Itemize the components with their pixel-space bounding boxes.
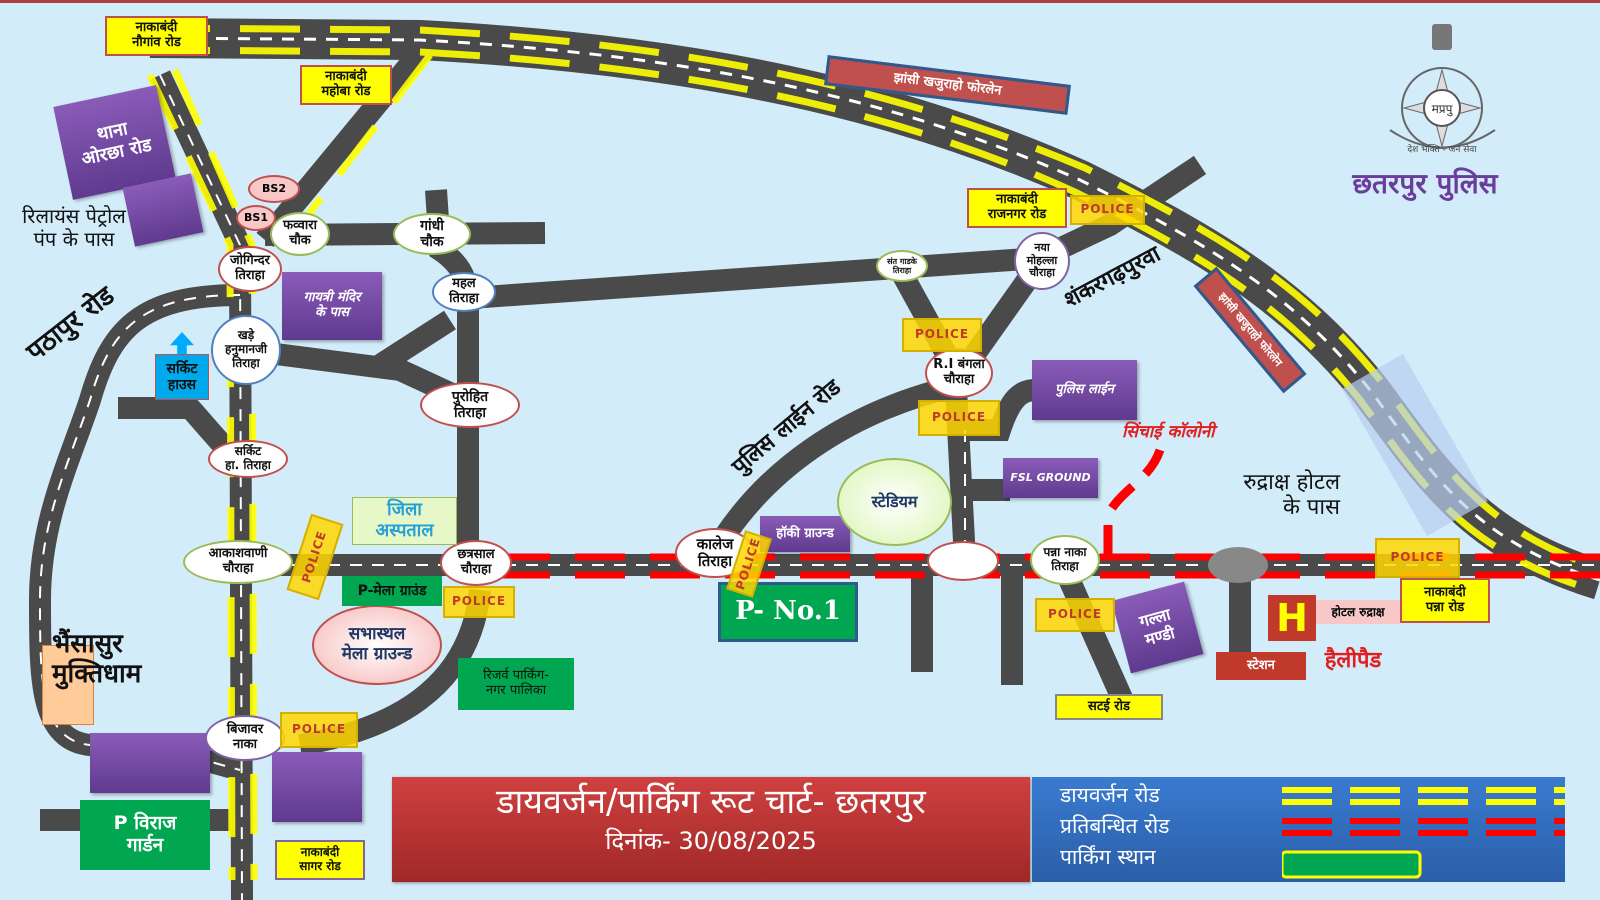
police-barricade: POLICE bbox=[902, 318, 982, 352]
area-sinchai-colony: सिंचाई कॉलोनी bbox=[1122, 422, 1215, 442]
building-block bbox=[272, 752, 362, 822]
helipad-icon: H bbox=[1268, 595, 1316, 641]
legend: डायवर्जन रोड प्रतिबन्धित रोड पार्किंग स्… bbox=[1032, 777, 1565, 882]
checkpoint-panna: नाकाबंदीपन्ना रोड bbox=[1400, 578, 1490, 623]
place-stadium: स्टेडियम bbox=[837, 458, 952, 546]
place-hockey-ground: हॉकी ग्राउन्ड bbox=[760, 516, 850, 552]
police-barricade: POLICE bbox=[280, 712, 358, 748]
junction-akashvani: आकाशवाणीचौराहा bbox=[183, 540, 293, 584]
mp-police-emblem: मप्रपु देश भक्ति - जन सेवा bbox=[1380, 20, 1505, 160]
page-date: दिनांक- 30/08/2025 bbox=[605, 827, 817, 856]
junction-khade-hanuman: खड़ेहनुमानजीतिराहा bbox=[211, 315, 281, 385]
place-helipad: हैलीपैड bbox=[1324, 648, 1382, 673]
legend-parking-swatch bbox=[1282, 850, 1422, 879]
police-barricade: POLICE bbox=[1375, 538, 1460, 578]
place-muktidham-block bbox=[42, 645, 94, 725]
junction-gandhi: गांधीचौक bbox=[393, 213, 471, 255]
svg-text:मप्रपु: मप्रपु bbox=[1432, 102, 1454, 117]
title-banner: डायवर्जन/पार्किंग रूट चार्ट- छतरपुर दिना… bbox=[392, 777, 1030, 882]
svg-text:देश भक्ति - जन सेवा: देश भक्ति - जन सेवा bbox=[1407, 143, 1477, 155]
legend-swatches bbox=[1282, 787, 1565, 879]
parking-reserve: रिजर्व पार्किंग-नगर पालिका bbox=[458, 658, 574, 710]
shaded-area bbox=[1342, 353, 1488, 537]
legend-diversion-label: डायवर्जन रोड bbox=[1060, 783, 1160, 807]
junction-fawwara: फव्वाराचौक bbox=[270, 212, 330, 256]
page-title: डायवर्जन/पार्किंग रूट चार्ट- छतरपुर bbox=[496, 782, 926, 822]
junction-sant: संत गाडकेतिराहा bbox=[876, 250, 928, 282]
roundabout bbox=[1208, 547, 1268, 583]
mahal-sant-road bbox=[469, 155, 1207, 309]
legend-parking-label: पार्किंग स्थान bbox=[1060, 845, 1156, 869]
junction-ri-bangla: R.I बंगलाचौराहा bbox=[925, 348, 993, 398]
checkpoint-mahoba: नाकाबंदीमहोबा रोड bbox=[300, 65, 392, 105]
police-line-road bbox=[700, 374, 963, 566]
checkpoint-rajnagar: नाकाबंदीराजनगर रोड bbox=[967, 188, 1067, 228]
no-entry-marker bbox=[927, 541, 999, 581]
place-fsl-ground: FSL GROUND bbox=[1003, 458, 1098, 498]
parking-mela-ground: P-मेला ग्राउंड bbox=[342, 576, 442, 606]
brand-name: छतरपुर पुलिस bbox=[1352, 167, 1498, 200]
bs1-marker: BS1 bbox=[236, 205, 276, 231]
top-border bbox=[0, 0, 1600, 3]
place-hotel-rudraksh: होटल रुद्राक्ष bbox=[1316, 600, 1400, 624]
legend-restricted-swatch bbox=[1282, 818, 1565, 836]
place-station: स्टेशन bbox=[1216, 652, 1306, 680]
junction-naya-mohalla: नयामोहल्लाचौराहा bbox=[1014, 232, 1070, 290]
place-police-line: पुलिस लाईन bbox=[1032, 360, 1137, 420]
police-barricade: POLICE bbox=[443, 586, 515, 618]
building-block bbox=[90, 733, 210, 793]
police-barricade: POLICE bbox=[1070, 195, 1145, 225]
legend-diversion-swatch bbox=[1282, 787, 1565, 805]
junction-panna-naka: पन्ना नाकातिराहा bbox=[1030, 535, 1100, 585]
panna-sattai-road bbox=[1054, 565, 1136, 710]
mahoba-road bbox=[256, 32, 439, 248]
checkpoint-naugaon: नाकाबंदीनौगांव रोड bbox=[105, 16, 208, 56]
police-barricade: POLICE bbox=[1035, 598, 1115, 632]
police-line-link bbox=[965, 379, 1036, 441]
checkpoint-sagar: नाकाबंदीसागर रोड bbox=[275, 840, 365, 880]
place-jila-aspatal: जिलाअस्पताल bbox=[352, 497, 457, 545]
khade-link bbox=[374, 310, 456, 375]
police-barricade: POLICE bbox=[918, 400, 1000, 436]
checkpoint-sattai: सटई रोड bbox=[1055, 694, 1163, 720]
bs2-marker: BS2 bbox=[248, 175, 300, 203]
legend-restricted-label: प्रतिबन्धित रोड bbox=[1060, 814, 1170, 838]
